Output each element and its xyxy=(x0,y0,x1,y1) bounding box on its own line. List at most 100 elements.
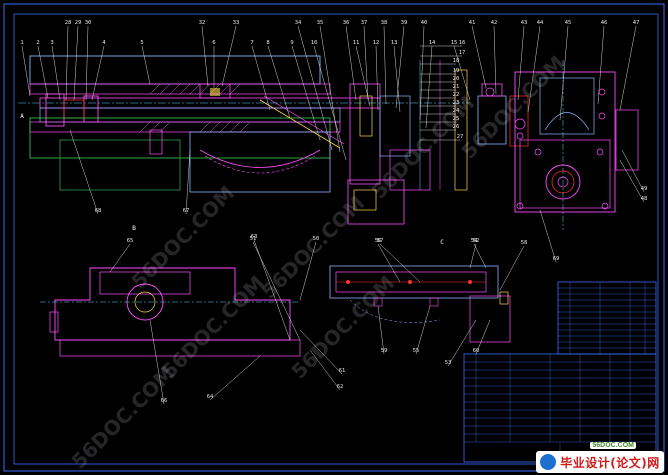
part-label-67: 67 xyxy=(183,208,190,214)
part-label-24: 24 xyxy=(453,108,460,114)
part-label-37: 37 xyxy=(361,20,368,26)
gear-housing xyxy=(189,131,331,193)
part-label-32: 32 xyxy=(199,20,206,26)
part-label-29: 29 xyxy=(75,20,82,26)
part-label-47: 47 xyxy=(633,20,640,26)
side-frame xyxy=(514,71,616,213)
leader-line-48 xyxy=(619,159,645,203)
brand-text: 毕业设计(论文)网 xyxy=(560,455,660,470)
part-label-35: 35 xyxy=(317,20,324,26)
leader-line-62 xyxy=(309,349,341,391)
leader-line-3 xyxy=(51,45,61,101)
watermark-text: 56DOC.COM xyxy=(127,181,240,294)
part-label-66: 66 xyxy=(161,398,168,404)
part-label-53: 53 xyxy=(445,360,452,366)
part-label-10: 10 xyxy=(311,40,318,46)
leader-line-29 xyxy=(73,25,79,101)
leader-line-56 xyxy=(377,243,401,283)
part-label-41: 41 xyxy=(469,20,476,26)
part-label-16: 16 xyxy=(459,40,466,46)
shaft-lower xyxy=(39,107,341,123)
part-label-5: 5 xyxy=(140,40,143,46)
watermark-text: 56DOC.COM xyxy=(157,271,270,384)
part-label-13: 13 xyxy=(391,40,398,46)
part-label-39: 39 xyxy=(401,20,408,26)
part-label-54: 54 xyxy=(471,238,478,244)
parts-table xyxy=(463,281,657,463)
part-label-51: 51 xyxy=(250,236,257,242)
part-label-40: 40 xyxy=(421,20,428,26)
leader-line-40 xyxy=(419,25,425,121)
leader-line-44 xyxy=(527,25,541,113)
leader-line-45 xyxy=(559,25,569,121)
part-label-1: 1 xyxy=(20,40,23,46)
part-label-65: 65 xyxy=(127,238,134,244)
part-label-42: 42 xyxy=(491,20,498,26)
part-label-57: 57 xyxy=(377,238,384,244)
leader-line-61 xyxy=(299,329,343,375)
drawing-frame-outer xyxy=(3,3,665,472)
part-label-69: 69 xyxy=(553,256,560,262)
leader-line-14 xyxy=(425,45,433,129)
part-label-60: 60 xyxy=(473,348,480,354)
leader-line-41 xyxy=(471,25,487,89)
part-label-63: 63 xyxy=(251,234,258,240)
bottom-middle-view xyxy=(329,265,511,343)
leader-line-68 xyxy=(69,129,99,215)
leader-line-9 xyxy=(291,45,321,141)
leader-line-35 xyxy=(319,25,341,153)
part-label-46: 46 xyxy=(601,20,608,26)
part-label-8: 8 xyxy=(266,40,269,46)
part-label-55: 55 xyxy=(413,348,420,354)
part-label-58: 58 xyxy=(521,240,528,246)
leader-line-67 xyxy=(185,149,191,215)
part-label-15: 15 xyxy=(451,40,458,46)
leader-line-11 xyxy=(355,45,371,107)
vertical-column xyxy=(349,83,381,185)
slide-body xyxy=(29,55,321,85)
part-label-59: 59 xyxy=(381,348,388,354)
leader-line-10 xyxy=(313,45,347,161)
drawing-frame-inner xyxy=(13,13,659,465)
part-label-52: 52 xyxy=(473,238,480,244)
leader-line-49 xyxy=(621,149,645,193)
part-label-56: 56 xyxy=(375,238,382,244)
part-label-9: 9 xyxy=(290,40,293,46)
leader-line-46 xyxy=(597,25,605,105)
part-label-49: 49 xyxy=(641,186,648,192)
leader-line-7 xyxy=(251,45,271,111)
leader-line-4 xyxy=(91,45,105,101)
site-brand-badge: 56DOC.COM 毕业设计(论文)网 xyxy=(536,442,664,473)
part-label-27: 27 xyxy=(457,134,464,140)
part-label-18: 18 xyxy=(453,58,460,64)
left-bearing xyxy=(45,93,65,127)
part-label-6: 6 xyxy=(212,40,215,46)
leader-line-55 xyxy=(415,305,431,355)
leader-line-65 xyxy=(109,243,131,273)
part-label-33: 33 xyxy=(233,20,240,26)
part-label-26: 26 xyxy=(453,124,460,130)
leader-line-34 xyxy=(297,25,333,151)
leader-line-47 xyxy=(619,25,637,111)
leader-line-36 xyxy=(345,25,357,101)
leader-line-2 xyxy=(37,45,49,99)
leader-line-66 xyxy=(149,319,165,405)
leader-lines xyxy=(21,25,645,405)
leader-line-42 xyxy=(493,25,497,95)
part-label-22: 22 xyxy=(453,92,460,98)
part-label-A: A xyxy=(20,113,24,120)
part-label-2: 2 xyxy=(36,40,39,46)
leader-line-32 xyxy=(201,25,209,87)
leader-line-59 xyxy=(377,305,385,355)
leader-line-58 xyxy=(499,245,525,291)
leader-line-5 xyxy=(141,45,151,85)
part-label-21: 21 xyxy=(453,84,460,90)
part-label-C: C xyxy=(440,239,444,246)
leader-line-1 xyxy=(21,45,31,97)
part-label-48: 48 xyxy=(641,196,648,202)
part-label-44: 44 xyxy=(537,20,544,26)
leader-line-50 xyxy=(299,241,317,301)
part-label-7: 7 xyxy=(250,40,253,46)
leader-line-39 xyxy=(395,25,405,109)
